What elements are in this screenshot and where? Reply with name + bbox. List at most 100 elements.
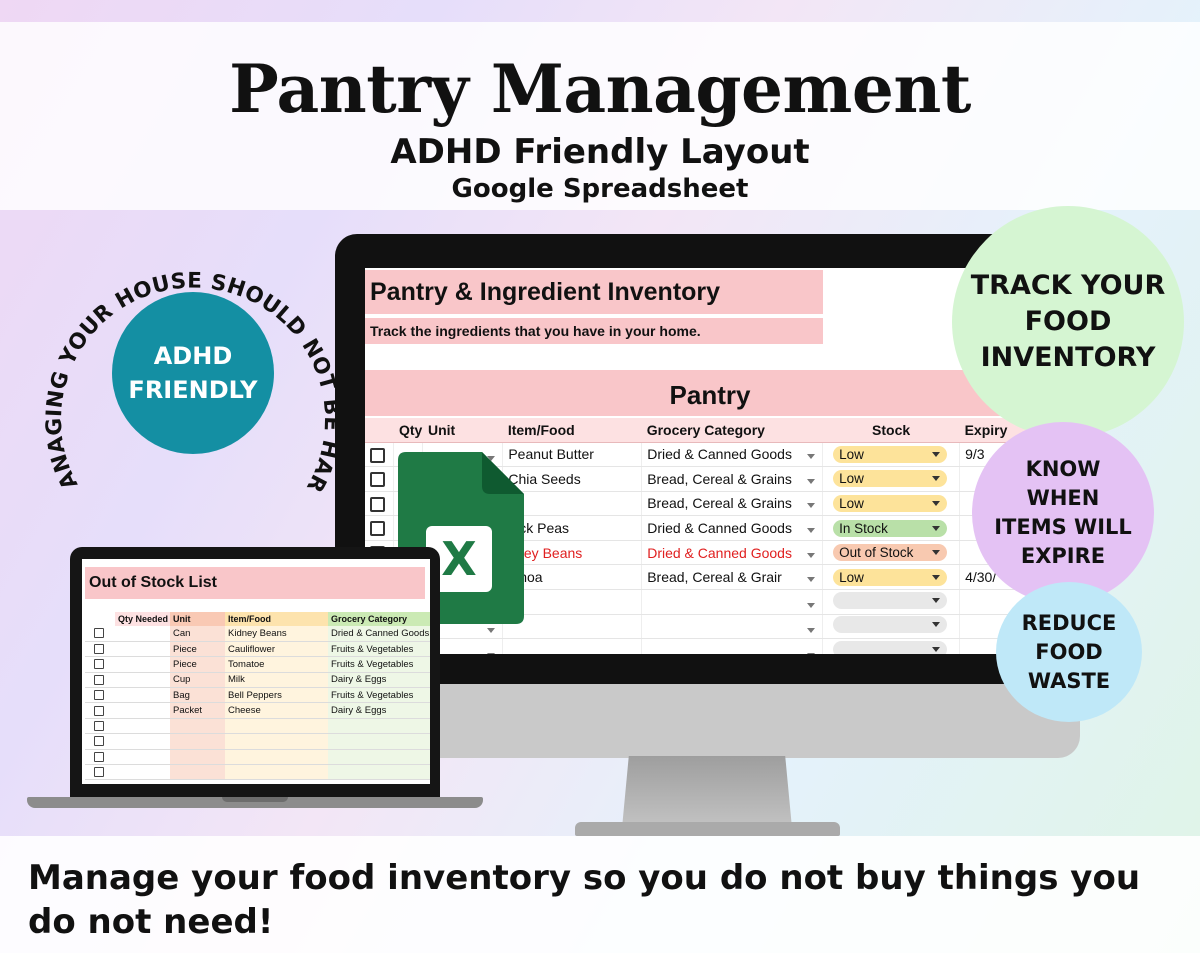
chevron-down-icon[interactable] xyxy=(807,627,816,633)
stock-status-pill[interactable] xyxy=(833,591,948,609)
oos-row-checkbox[interactable] xyxy=(94,628,104,639)
chevron-down-icon[interactable] xyxy=(932,500,941,506)
oos-category-cell[interactable]: Fruits & Vegetables xyxy=(328,656,430,673)
stock-status-pill[interactable] xyxy=(833,616,948,634)
oos-unit-cell[interactable]: Cup xyxy=(170,672,225,689)
category-cell[interactable] xyxy=(641,638,824,654)
item-cell[interactable]: uinoa xyxy=(502,564,643,591)
oos-unit-cell[interactable]: Piece xyxy=(170,641,225,658)
oos-unit-cell[interactable]: Piece xyxy=(170,656,225,673)
oos-qty-cell[interactable] xyxy=(115,764,170,781)
stock-cell[interactable]: Low xyxy=(822,466,961,492)
oos-qty-cell[interactable] xyxy=(115,641,170,658)
chevron-down-icon[interactable] xyxy=(807,454,816,460)
oos-row-checkbox[interactable] xyxy=(94,736,104,747)
stock-cell[interactable]: Low xyxy=(822,564,961,591)
oos-row-checkbox[interactable] xyxy=(94,767,104,778)
oos-qty-cell[interactable] xyxy=(115,718,170,735)
chevron-down-icon[interactable] xyxy=(487,455,496,461)
stock-status-pill[interactable]: Low xyxy=(833,568,948,586)
chevron-down-icon[interactable] xyxy=(487,627,496,633)
stock-cell[interactable] xyxy=(822,638,961,654)
chevron-down-icon[interactable] xyxy=(807,577,816,583)
chevron-down-icon[interactable] xyxy=(932,550,941,556)
oos-category-cell[interactable]: Dried & Canned Goods xyxy=(328,626,430,642)
category-cell[interactable] xyxy=(641,589,824,615)
stock-status-pill[interactable]: Out of Stock xyxy=(833,544,948,562)
oos-item-cell[interactable] xyxy=(225,749,328,766)
oos-item-cell[interactable] xyxy=(225,718,328,735)
oos-category-cell[interactable]: Fruits & Vegetables xyxy=(328,641,430,658)
oos-unit-cell[interactable]: Packet xyxy=(170,702,225,719)
chevron-down-icon[interactable] xyxy=(807,478,816,484)
stock-cell[interactable]: Low xyxy=(822,442,961,468)
row-checkbox[interactable] xyxy=(370,521,385,537)
stock-status-pill[interactable]: Low xyxy=(833,470,948,488)
category-cell[interactable]: Dried & Canned Goods xyxy=(641,540,824,566)
oos-category-cell[interactable] xyxy=(328,733,430,750)
oos-category-cell[interactable] xyxy=(328,764,430,781)
chevron-down-icon[interactable] xyxy=(807,552,816,558)
category-cell[interactable] xyxy=(641,614,824,640)
oos-qty-cell[interactable] xyxy=(115,702,170,719)
stock-status-pill[interactable]: Low xyxy=(833,494,948,512)
stock-cell[interactable]: Out of Stock xyxy=(822,540,961,566)
item-cell[interactable] xyxy=(502,614,643,640)
category-cell[interactable]: Bread, Cereal & Grains xyxy=(641,491,824,517)
oos-qty-cell[interactable] xyxy=(115,672,170,689)
oos-item-cell[interactable]: Milk xyxy=(225,672,328,689)
oos-unit-cell[interactable] xyxy=(170,733,225,750)
row-checkbox[interactable] xyxy=(370,472,385,488)
category-cell[interactable]: Dried & Canned Goods xyxy=(641,442,824,468)
oos-unit-cell[interactable] xyxy=(170,749,225,766)
chevron-down-icon[interactable] xyxy=(807,528,816,534)
item-cell[interactable] xyxy=(502,638,643,654)
oos-item-cell[interactable] xyxy=(225,764,328,781)
row-checkbox[interactable] xyxy=(370,496,385,512)
oos-category-cell[interactable] xyxy=(328,718,430,735)
oos-item-cell[interactable] xyxy=(225,733,328,750)
item-cell[interactable]: dney Beans xyxy=(502,540,643,566)
oos-qty-cell[interactable] xyxy=(115,656,170,673)
stock-cell[interactable] xyxy=(822,589,961,615)
oos-row-checkbox[interactable] xyxy=(94,644,104,655)
chevron-down-icon[interactable] xyxy=(932,525,941,531)
oos-row-checkbox[interactable] xyxy=(94,705,104,716)
item-cell[interactable]: Peanut Butter xyxy=(502,442,643,468)
chevron-down-icon[interactable] xyxy=(932,574,941,580)
oos-item-cell[interactable]: Cauliflower xyxy=(225,641,328,658)
oos-qty-cell[interactable] xyxy=(115,626,170,642)
oos-unit-cell[interactable] xyxy=(170,718,225,735)
oos-item-cell[interactable]: Tomatoe xyxy=(225,656,328,673)
item-cell[interactable]: Chia Seeds xyxy=(502,466,643,492)
chevron-down-icon[interactable] xyxy=(807,603,816,609)
oos-category-cell[interactable] xyxy=(328,749,430,766)
oos-category-cell[interactable]: Dairy & Eggs xyxy=(328,702,430,719)
oos-row-checkbox[interactable] xyxy=(94,659,104,670)
category-cell[interactable]: Bread, Cereal & Grair xyxy=(641,564,824,591)
row-checkbox[interactable] xyxy=(370,447,385,463)
oos-row-checkbox[interactable] xyxy=(94,721,104,732)
stock-status-pill[interactable]: Low xyxy=(833,445,948,463)
stock-status-pill[interactable] xyxy=(833,641,948,654)
chevron-down-icon[interactable] xyxy=(487,652,496,654)
oos-qty-cell[interactable] xyxy=(115,687,170,704)
oos-row-checkbox[interactable] xyxy=(94,674,104,685)
stock-cell[interactable]: Low xyxy=(822,491,961,517)
oos-item-cell[interactable]: Cheese xyxy=(225,702,328,719)
stock-cell[interactable] xyxy=(822,614,961,640)
chevron-down-icon[interactable] xyxy=(932,597,941,603)
chevron-down-icon[interactable] xyxy=(932,476,941,482)
oos-category-cell[interactable]: Fruits & Vegetables xyxy=(328,687,430,704)
oos-item-cell[interactable]: Kidney Beans xyxy=(225,626,328,642)
item-cell[interactable] xyxy=(502,589,643,615)
oos-unit-cell[interactable] xyxy=(170,764,225,781)
oos-row-checkbox[interactable] xyxy=(94,690,104,701)
stock-cell[interactable]: In Stock xyxy=(822,515,961,541)
chevron-down-icon[interactable] xyxy=(807,503,816,509)
oos-category-cell[interactable]: Dairy & Eggs xyxy=(328,672,430,689)
chevron-down-icon[interactable] xyxy=(932,451,941,457)
chevron-down-icon[interactable] xyxy=(807,652,816,654)
oos-qty-cell[interactable] xyxy=(115,733,170,750)
unit-cell[interactable] xyxy=(422,638,504,654)
